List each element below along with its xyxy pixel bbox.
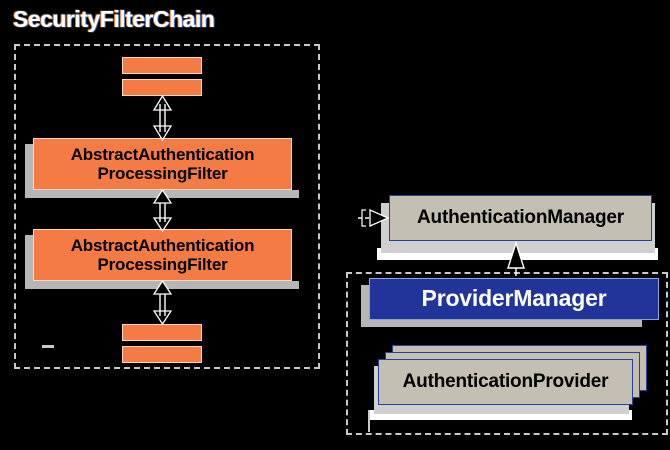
package-security-filter-chain bbox=[14, 44, 320, 369]
class-box-abstract-authentication-processing-filter-2[interactable]: AbstractAuthentication ProcessingFilter bbox=[33, 229, 292, 281]
provider-manager-label: ProviderManager bbox=[421, 285, 607, 312]
interface-box-authentication-manager[interactable]: AuthenticationManager bbox=[389, 195, 652, 241]
authentication-manager-label: AuthenticationManager bbox=[417, 207, 624, 229]
package-left-tab-mark bbox=[42, 345, 54, 348]
filter-1-shadow-base bbox=[25, 190, 299, 198]
filter-2-shadow-base bbox=[25, 281, 299, 289]
filter-bar-bottom-1[interactable] bbox=[122, 324, 202, 341]
class-box-provider-manager[interactable]: ProviderManager bbox=[369, 278, 659, 320]
filter-bar-bottom-2[interactable] bbox=[122, 346, 202, 363]
package-provider bbox=[346, 272, 668, 435]
filter-2-label: AbstractAuthentication ProcessingFilter bbox=[70, 235, 255, 274]
authentication-provider-shadow-outer bbox=[370, 410, 632, 420]
interface-box-authentication-provider-1[interactable]: AuthenticationProvider bbox=[378, 359, 633, 405]
filter-bar-top-2[interactable] bbox=[122, 79, 202, 96]
filter-bar-top-1[interactable] bbox=[122, 57, 202, 74]
filter-1-label: AbstractAuthentication ProcessingFilter bbox=[70, 144, 255, 183]
class-box-abstract-authentication-processing-filter-1[interactable]: AbstractAuthentication ProcessingFilter bbox=[33, 138, 292, 190]
package-right-tab-mark bbox=[368, 410, 370, 432]
authentication-provider-label: AuthenticationProvider bbox=[402, 371, 609, 393]
page-title: SecurityFilterChain bbox=[13, 6, 215, 32]
